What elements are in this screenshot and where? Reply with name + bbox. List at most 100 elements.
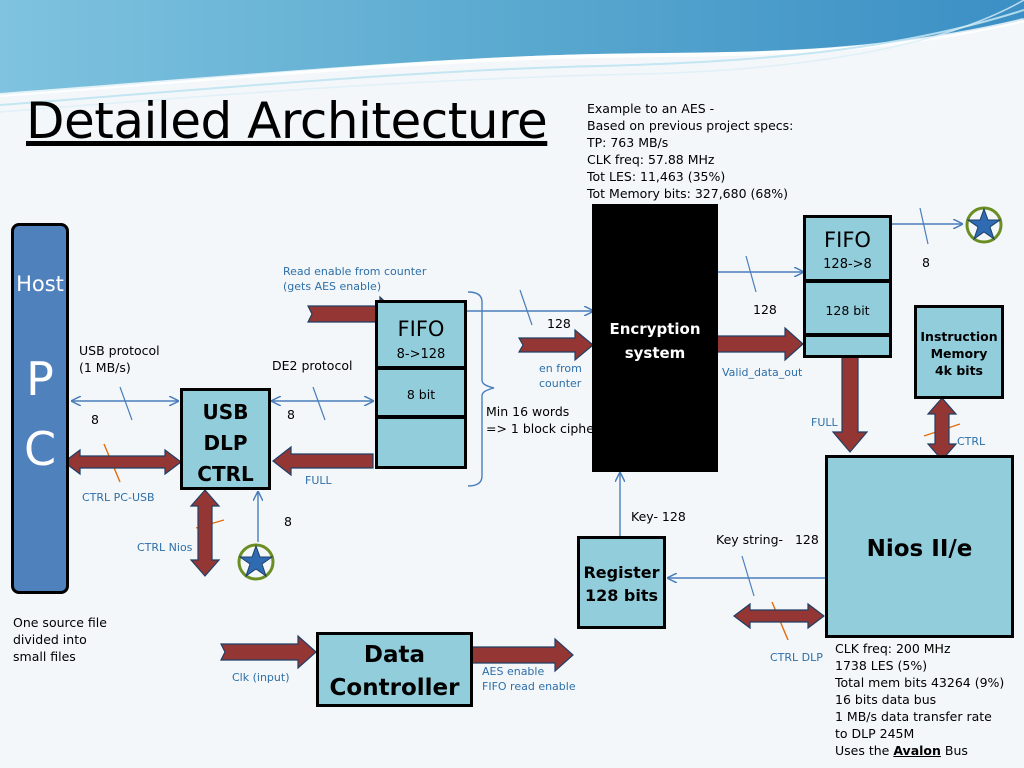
data-controller-label: Data Controller bbox=[319, 639, 470, 705]
bus-width-out: 8 bbox=[922, 255, 930, 270]
star-connector-right bbox=[965, 206, 1003, 244]
fifo-in-block: FIFO 8->128 8 bit bbox=[375, 300, 467, 469]
ctrl-dlp-label: CTRL DLP bbox=[770, 651, 823, 664]
aes-enable-arrow bbox=[471, 637, 574, 673]
de2-protocol-label: DE2 protocol bbox=[272, 358, 353, 373]
bus-width-de2: 8 bbox=[287, 407, 295, 422]
thick-arrows bbox=[63, 295, 958, 673]
aes-enable-line2: FIFO read enable bbox=[482, 680, 576, 693]
star-connector-left bbox=[237, 543, 275, 581]
page-title: Detailed Architecture bbox=[26, 92, 548, 150]
full-label-right: FULL bbox=[811, 416, 838, 429]
header-wave bbox=[0, 0, 1024, 113]
source-file-note: One source file divided into small files bbox=[13, 614, 107, 665]
host-label: Host bbox=[16, 272, 64, 296]
usb-dlp-ctrl-label: USB DLP CTRL bbox=[183, 397, 268, 490]
aes-note-line: Tot LES: 11,463 (35%) bbox=[587, 169, 726, 184]
usb-dlp-line: DLP bbox=[203, 431, 248, 455]
aes-note-line: TP: 763 MB/s bbox=[587, 135, 669, 150]
host-pc-block: Host P C bbox=[11, 223, 69, 594]
nios-spec-line: to DLP 245M bbox=[835, 726, 915, 741]
bus-prefix: Uses the bbox=[835, 743, 894, 758]
bus-width-enc-fifo: 128 bbox=[753, 302, 777, 317]
valid-data-arrow bbox=[716, 326, 804, 362]
instruction-memory-line: Instruction bbox=[920, 329, 998, 344]
valid-data-out-label: Valid_data_out bbox=[722, 366, 803, 379]
en-counter-arrow bbox=[517, 328, 594, 362]
aes-note: Example to an AES - Based on previous pr… bbox=[587, 100, 793, 202]
min-words-line2: => 1 block cipher bbox=[486, 421, 600, 436]
ctrl-nios-arrow bbox=[189, 489, 221, 577]
ctrl-memory-label: CTRL bbox=[957, 435, 986, 448]
bus-width-fifo-enc: 128 bbox=[547, 316, 571, 331]
register-label: Register 128 bits bbox=[580, 561, 663, 607]
encryption-system-block: Encryption system bbox=[592, 204, 718, 472]
aes-enable-label: AES enable FIFO read enable bbox=[482, 664, 576, 694]
en-counter-line1: en from bbox=[539, 362, 582, 375]
bus-ticks bbox=[119, 207, 929, 597]
usb-protocol-line2: (1 MB/s) bbox=[79, 360, 131, 375]
aes-enable-line1: AES enable bbox=[482, 665, 545, 678]
register-line2: 128 bits bbox=[584, 586, 659, 605]
nios-spec-bus-line: Uses the Avalon Bus bbox=[835, 742, 1004, 759]
fifo-in-divider bbox=[378, 366, 464, 370]
fifo-out-divider bbox=[806, 279, 889, 283]
clk-input-label: Clk (input) bbox=[232, 671, 290, 684]
ctrl-memory-arrow bbox=[926, 397, 958, 461]
ctrl-dlp-arrow bbox=[733, 602, 825, 630]
nios-spec-line: 1 MB/s data transfer rate bbox=[835, 709, 992, 724]
source-note-line: One source file bbox=[13, 615, 107, 630]
nios-spec-line: 1738 LES (5%) bbox=[835, 658, 928, 673]
aes-note-line: Tot Memory bits: 327,680 (68%) bbox=[587, 186, 789, 201]
clk-input-arrow bbox=[220, 634, 317, 670]
data-controller-line1: Data bbox=[363, 642, 426, 668]
signal-lines bbox=[72, 224, 962, 578]
read-enable-label: Read enable from counter (gets AES enabl… bbox=[283, 264, 426, 294]
bus-width-usb: 8 bbox=[91, 412, 99, 427]
instruction-memory-line: 4k bits bbox=[934, 363, 983, 378]
aes-note-line: Example to an AES - bbox=[587, 101, 715, 116]
instruction-memory-line: Memory bbox=[930, 346, 988, 361]
min-words-note: Min 16 words => 1 block cipher bbox=[486, 403, 599, 437]
bus-suffix: Bus bbox=[940, 743, 968, 758]
fifo-out-title: FIFO bbox=[824, 228, 871, 252]
nios-specs: CLK freq: 200 MHz 1738 LES (5%) Total me… bbox=[835, 640, 1004, 759]
en-counter-line2: counter bbox=[539, 377, 582, 390]
read-enable-line1: Read enable from counter bbox=[283, 265, 427, 278]
register-line1: Register bbox=[583, 563, 660, 582]
fifo-in-title: FIFO bbox=[397, 317, 445, 341]
usb-protocol-line1: USB protocol bbox=[79, 343, 160, 358]
fifo-out-block: FIFO 128->8 128 bit bbox=[803, 215, 892, 358]
usb-dlp-line: CTRL bbox=[197, 462, 254, 486]
fifo-out-cell: 128 bit bbox=[825, 303, 870, 318]
nios-block: Nios II/e bbox=[825, 455, 1014, 638]
aes-note-line: Based on previous project specs: bbox=[587, 118, 794, 133]
host-c-letter: C bbox=[23, 422, 57, 476]
fifo-out-divider bbox=[806, 333, 889, 337]
source-note-line: divided into bbox=[13, 632, 87, 647]
encryption-line1: Encryption bbox=[609, 320, 701, 338]
usb-dlp-line: USB bbox=[202, 400, 249, 424]
encryption-line2: system bbox=[624, 344, 686, 362]
fifo-in-divider bbox=[378, 415, 464, 419]
instruction-memory-label: Instruction Memory 4k bits bbox=[917, 328, 1001, 379]
full-arrow-left bbox=[272, 445, 374, 477]
key-128-label: Key- 128 bbox=[631, 509, 686, 524]
data-controller-block: Data Controller bbox=[316, 632, 473, 707]
avalon-bus-name: Avalon bbox=[893, 743, 941, 758]
data-controller-line2: Controller bbox=[329, 675, 460, 701]
instruction-memory-block: Instruction Memory 4k bits bbox=[914, 305, 1004, 399]
pc-usb-arrow bbox=[63, 448, 182, 476]
ctrl-pc-usb-label: CTRL PC-USB bbox=[82, 491, 155, 504]
fifo-in-cell: 8 bit bbox=[406, 387, 436, 402]
brace bbox=[467, 291, 495, 487]
fifo-out-width: 128->8 bbox=[823, 257, 872, 272]
nios-spec-line: 16 bits data bus bbox=[835, 692, 937, 707]
nios-spec-line: CLK freq: 200 MHz bbox=[835, 641, 951, 656]
usb-protocol-label: USB protocol (1 MB/s) bbox=[79, 342, 160, 376]
encryption-label: Encryption system bbox=[592, 317, 718, 365]
fifo-in-width: 8->128 bbox=[396, 347, 446, 362]
read-enable-line2: (gets AES enable) bbox=[283, 280, 382, 293]
nios-spec-line: Total mem bits 43264 (9%) bbox=[835, 675, 1005, 690]
